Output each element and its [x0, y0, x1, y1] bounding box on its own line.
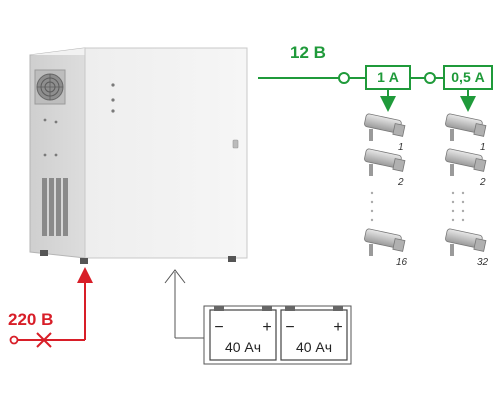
battery-line [164, 269, 204, 339]
input-voltage-label: 220 В [8, 310, 53, 329]
input-terminal-icon [9, 335, 19, 345]
output-terminal-icon [424, 72, 436, 84]
camera-number-label: 2 [397, 177, 404, 188]
input-line [9, 267, 93, 348]
battery-capacity-label: 40 Ач [225, 339, 261, 355]
vent-slots [42, 178, 68, 236]
output-terminal-icon [338, 72, 350, 84]
power-supply-unit-icon [29, 47, 248, 264]
fan-icon [34, 69, 66, 105]
cctv-camera-icon [364, 148, 406, 176]
camera-number-label: 1 [480, 142, 486, 153]
breaker-x-icon [36, 332, 52, 348]
camera-number-label: 2 [479, 177, 486, 188]
battery-minus-label: − [214, 319, 223, 336]
cctv-camera-icon [445, 113, 487, 141]
indicator-led [111, 98, 115, 102]
indicator-led [111, 83, 115, 87]
camera-number-label: 16 [396, 257, 408, 268]
ellipsis-dots [370, 191, 374, 222]
camera-group-1: 1 А 1 2 16 [364, 65, 411, 268]
ellipsis-dots [451, 191, 465, 222]
current-label: 0,5 А [451, 69, 484, 85]
battery-plus-label: + [333, 319, 342, 336]
lock-icon [232, 139, 239, 149]
cctv-camera-icon [364, 113, 406, 141]
battery-plus-label: + [262, 319, 271, 336]
camera-number-label: 32 [477, 257, 489, 268]
indicator-led [111, 109, 115, 113]
battery-capacity-label: 40 Ач [296, 339, 332, 355]
camera-group-2: 0,5 А 1 2 32 [443, 65, 493, 268]
current-label: 1 А [377, 69, 399, 85]
battery-icon: − + 40 Ач [209, 306, 277, 361]
cctv-camera-icon [364, 228, 406, 256]
camera-number-label: 1 [398, 142, 404, 153]
cctv-camera-icon [445, 228, 487, 256]
output-voltage-label: 12 В [290, 43, 326, 62]
output-line [258, 72, 444, 84]
battery-minus-label: − [285, 319, 294, 336]
cctv-camera-icon [445, 148, 487, 176]
battery-icon: − + 40 Ач [280, 306, 348, 361]
